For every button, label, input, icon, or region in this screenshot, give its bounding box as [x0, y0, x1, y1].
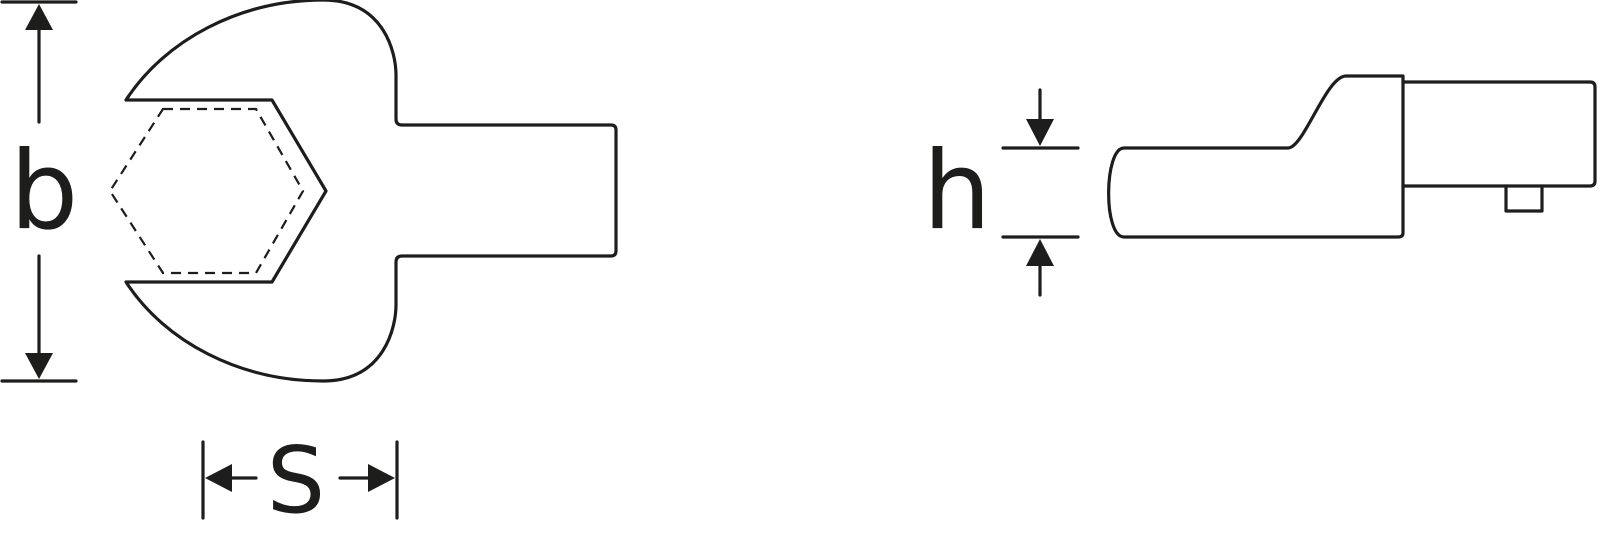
s-arrow-right [368, 464, 395, 492]
h-arrow-down [1026, 119, 1054, 146]
side-view-shank [1401, 80, 1597, 188]
h-label: h [923, 129, 991, 254]
wrench-head-front-view [108, 0, 618, 383]
dimension-h: h [923, 88, 1080, 297]
s-arrow-left [205, 464, 232, 492]
side-view-head [1107, 74, 1405, 239]
hex-nut-outline [108, 107, 305, 275]
b-arrow-down [25, 353, 53, 379]
b-label: b [10, 129, 79, 254]
s-label: S [267, 427, 325, 534]
wrench-side-view [1107, 74, 1597, 239]
side-view-pin [1504, 184, 1544, 213]
dimension-b: b [0, 0, 79, 383]
dimension-s: S [201, 427, 399, 534]
b-arrow-up [25, 4, 53, 30]
h-arrow-up [1026, 239, 1054, 266]
wrench-head-outline [124, 0, 618, 383]
